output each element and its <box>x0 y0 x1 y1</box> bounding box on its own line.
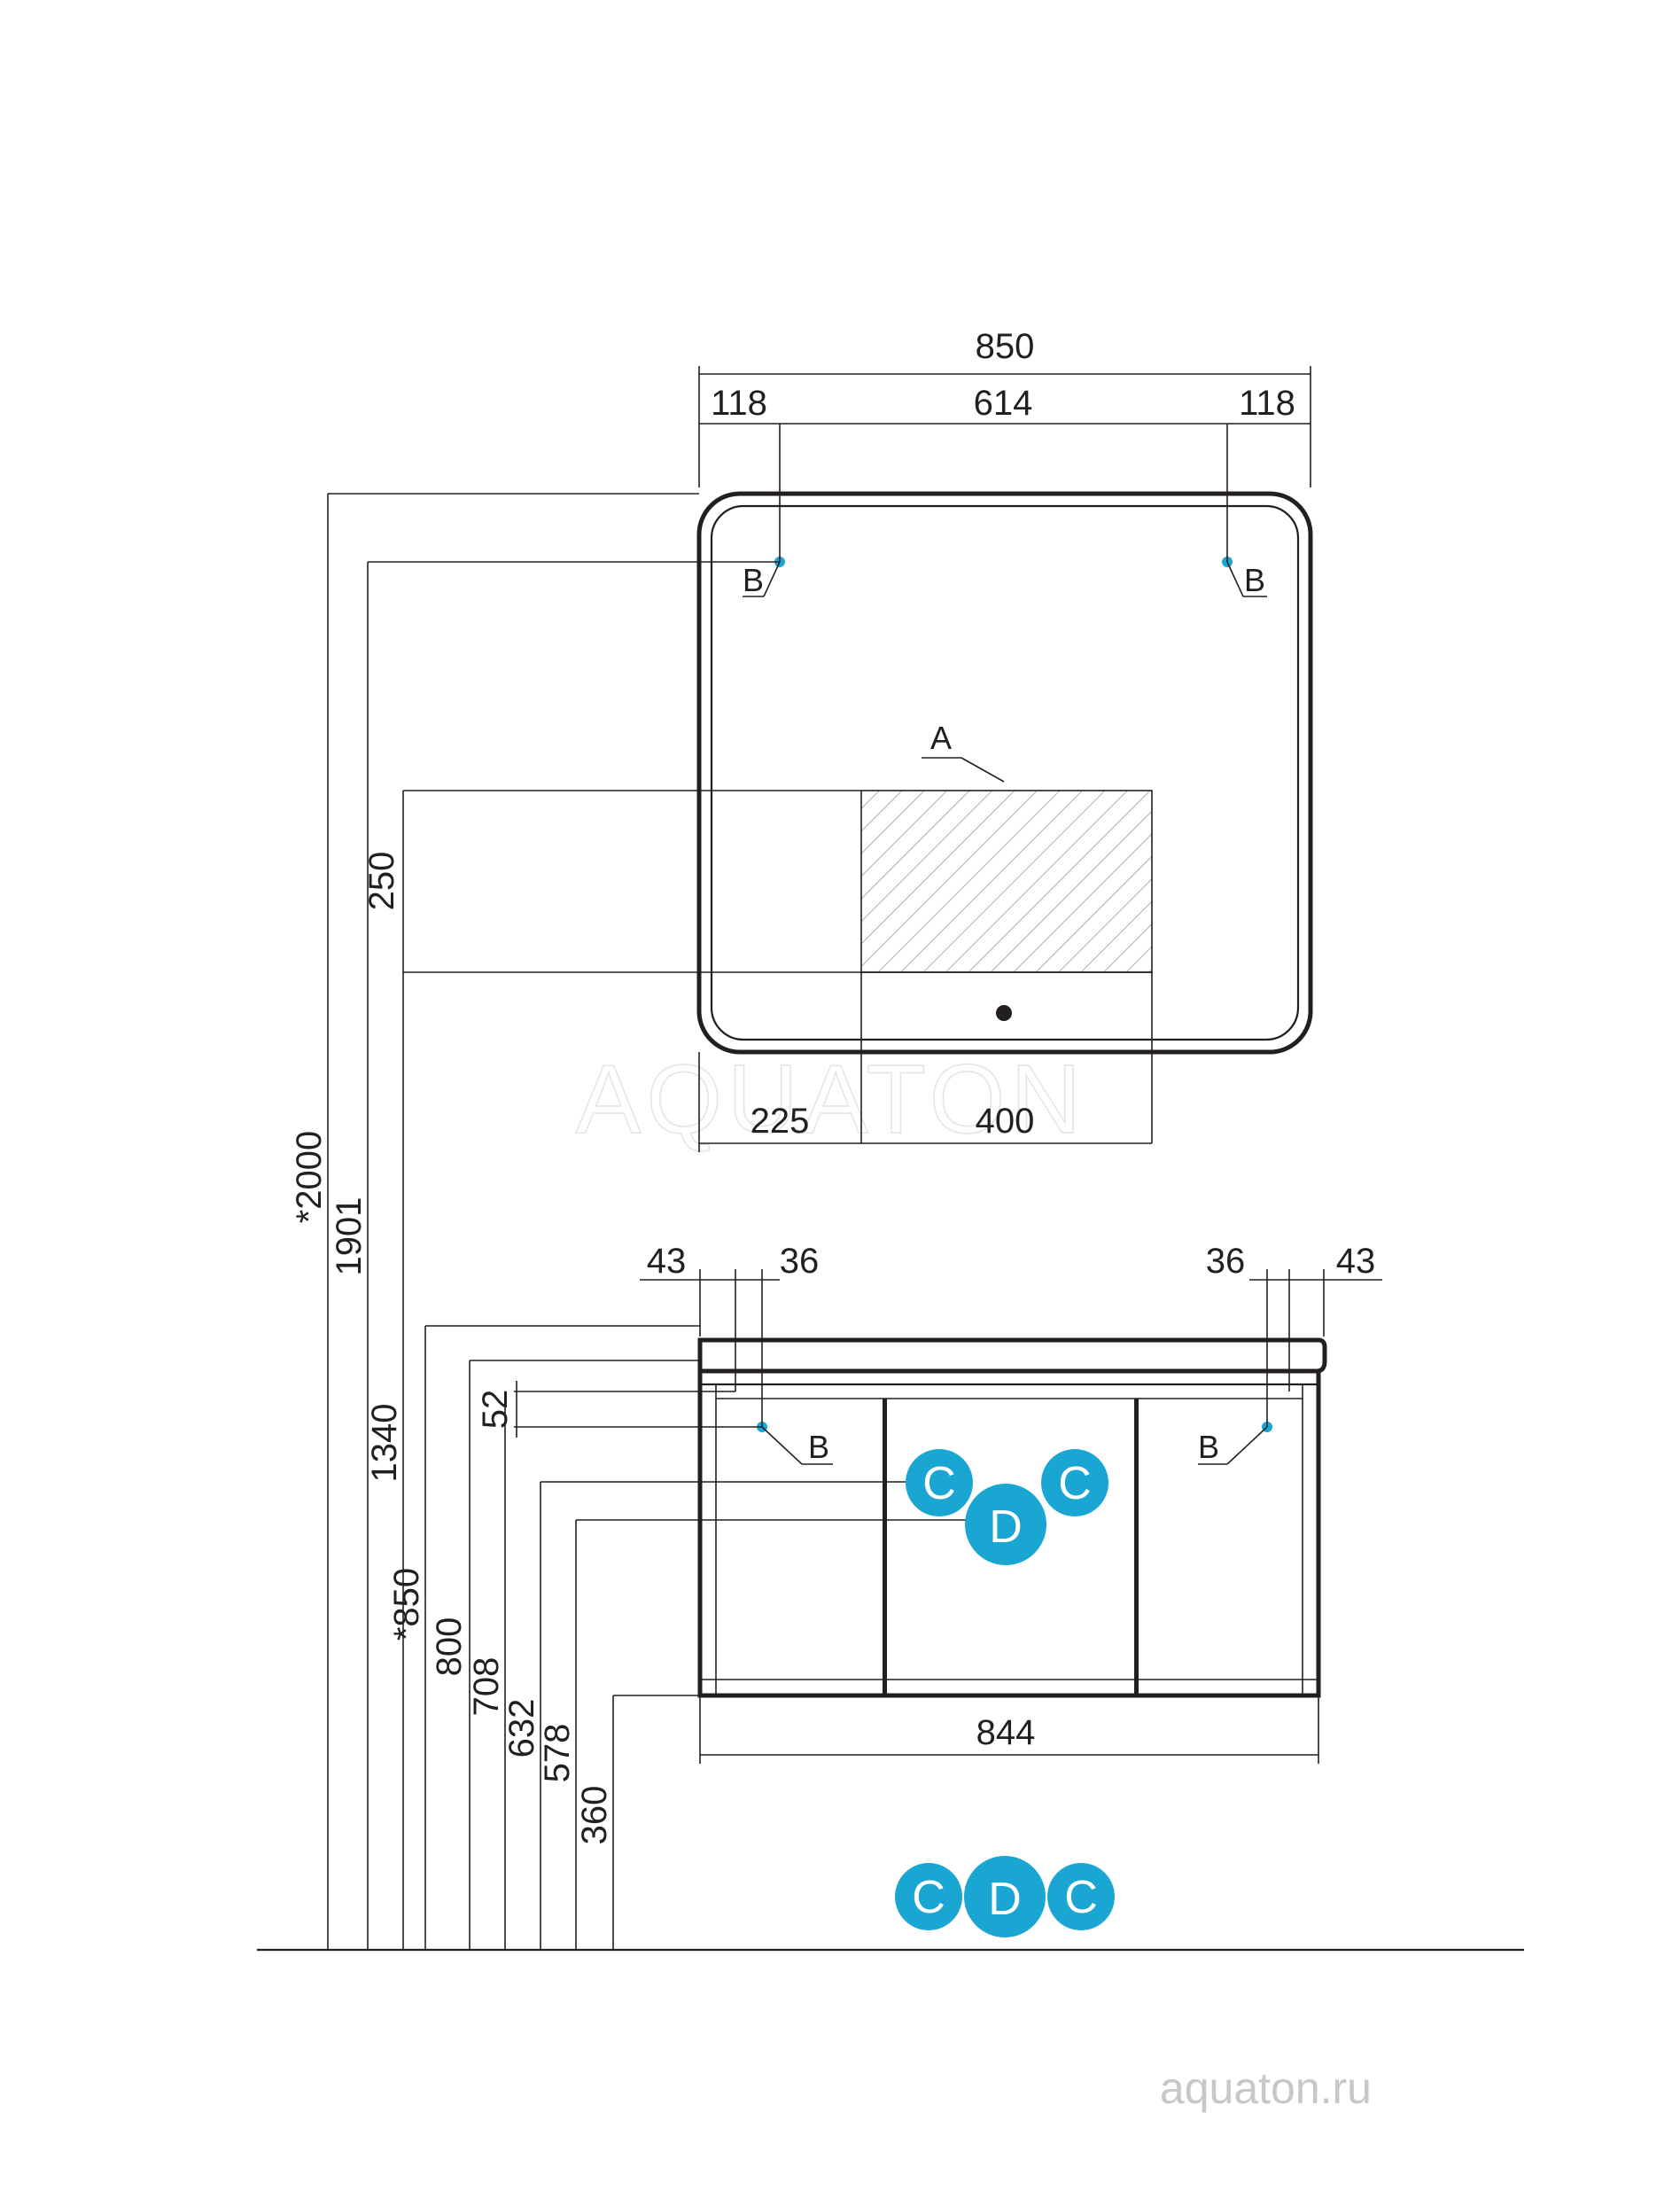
legend-c-left-label: C <box>912 1872 945 1923</box>
legend-c-right <box>1047 1863 1115 1930</box>
legend-c-right-label: C <box>1064 1872 1098 1923</box>
dim-cabinet-inner-left: 36 <box>780 1242 820 1281</box>
cabinet: B B <box>697 1337 1327 1698</box>
dim-height-708: 708 <box>467 1657 506 1717</box>
dim-cabinet-width: 844 <box>976 1713 1036 1752</box>
marker-c-left <box>906 1449 973 1516</box>
mirror-inner-frame <box>710 504 1300 1041</box>
marker-c-right-label: C <box>1058 1458 1092 1509</box>
dim-cabinet-offset-left: 43 <box>647 1242 687 1281</box>
dim-mirror-offset-right: 118 <box>1239 384 1295 423</box>
legend-c-left <box>895 1863 962 1930</box>
dim-gap: 52 <box>476 1390 515 1430</box>
door-divider-right <box>1134 1399 1139 1695</box>
dim-cutout-offset: 225 <box>751 1102 810 1141</box>
dim-height-632: 632 <box>502 1699 541 1758</box>
dim-mirror-width: 850 <box>976 327 1035 366</box>
marker-c-right <box>1041 1449 1108 1516</box>
marker-d <box>965 1484 1046 1565</box>
dim-height-1340: 1340 <box>365 1404 404 1483</box>
switch-dot <box>996 1005 1012 1021</box>
aquaton-watermark: AQUATON <box>576 1045 1086 1154</box>
site-url: aquaton.ru <box>1160 2063 1372 2113</box>
mirror-label-b-left: B <box>743 562 764 598</box>
connection-markers-legend: C C D <box>895 1856 1115 1937</box>
dim-height-360: 360 <box>575 1786 614 1845</box>
dim-height-800: 800 <box>430 1617 469 1677</box>
mirror: A B B <box>696 491 1313 1143</box>
mirror-top-dimensions: 850 118 614 118 <box>698 327 1311 562</box>
cabinet-body <box>697 1368 1321 1698</box>
mirror-bottom-dimensions: 225 400 <box>698 1052 1152 1152</box>
cabinet-label-b-right: B <box>1198 1429 1219 1465</box>
cutout-a-hatch <box>860 790 1153 973</box>
cabinet-top-dimensions: 43 36 36 43 <box>640 1242 1382 1427</box>
dim-height-850: *850 <box>387 1568 426 1641</box>
dim-cabinet-offset-right: 43 <box>1336 1242 1376 1281</box>
connection-markers-cabinet: C C D <box>906 1449 1108 1565</box>
mirror-label-b-right: B <box>1244 562 1265 598</box>
cutout-lower-box <box>860 971 1153 1052</box>
cabinet-label-b-left: B <box>808 1429 829 1465</box>
dim-mirror-between: 614 <box>974 384 1033 423</box>
height-dimensions: *2000 1901 1340 *850 800 708 632 578 360 <box>290 493 984 1950</box>
dim-cabinet-inner-right: 36 <box>1206 1242 1246 1281</box>
dim-cutout-height: 250 <box>362 852 401 911</box>
legend-d <box>964 1856 1046 1937</box>
dim-height-578: 578 <box>538 1724 577 1783</box>
dim-height-1901: 1901 <box>330 1197 369 1276</box>
gap-dimension: 52 <box>476 1381 762 1438</box>
dim-cutout-width: 400 <box>976 1102 1035 1141</box>
door-divider-left <box>883 1399 887 1695</box>
cutout-height-dimension: 250 <box>362 790 861 973</box>
dim-height-2000: *2000 <box>290 1131 329 1224</box>
legend-d-label: D <box>988 1874 1022 1925</box>
marker-c-left-label: C <box>922 1458 956 1509</box>
cabinet-top <box>697 1337 1327 1374</box>
mirror-frame <box>696 491 1313 1055</box>
dim-mirror-offset-left: 118 <box>711 384 767 423</box>
label-a: A <box>930 720 952 756</box>
cabinet-width-dimension: 844 <box>699 1695 1319 1764</box>
marker-d-label: D <box>989 1501 1023 1553</box>
